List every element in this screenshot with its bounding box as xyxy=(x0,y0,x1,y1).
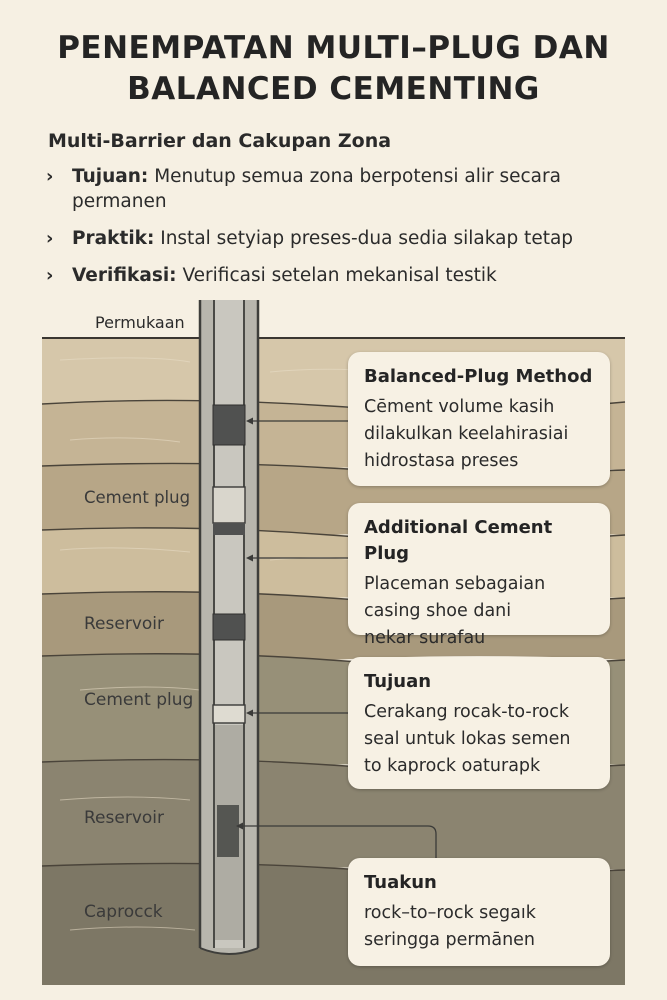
card-line: rock–to–rock segaık xyxy=(364,903,536,923)
layer-label-caprock: Caprocck xyxy=(84,902,163,922)
leader-line-4 xyxy=(240,825,437,858)
card-title: Tuakun xyxy=(364,872,437,893)
chevron-right-icon: › xyxy=(46,228,54,249)
bullet-text: Menutup semua zona berpotensi alir secar… xyxy=(72,166,561,212)
layer-label-cement-plug-2: Cement plug xyxy=(84,690,194,710)
bullet-tujuan: › Tujuan: Menutup semua zona berpotensi … xyxy=(46,164,626,214)
card-tujuan: Tujuan Cerakang rocak-to-rock seal untuk… xyxy=(348,657,610,789)
borehole-bottom xyxy=(199,947,259,955)
wellbore xyxy=(198,300,260,955)
bullet-verifikasi: › Verifikasi: Verificasi setelan mekanis… xyxy=(46,263,626,288)
texture-line xyxy=(79,686,201,691)
chevron-right-icon: › xyxy=(46,166,54,187)
plug-2-light xyxy=(212,486,246,524)
plug-1-dark xyxy=(212,404,246,446)
card-line: nekar surafau xyxy=(364,628,486,648)
card-line: hidrostasa preses xyxy=(364,451,519,471)
plug-2-base xyxy=(213,523,245,535)
card-line: casing shoe dani xyxy=(364,601,512,621)
plug-3-dark xyxy=(212,613,246,641)
card-body: rock–to–rock segaık seringga permānen xyxy=(364,900,594,954)
plug-4-light xyxy=(212,704,246,724)
card-body: Placeman sebagaian casing shoe dani neka… xyxy=(364,571,594,652)
card-line: Cēment volume kasih xyxy=(364,397,555,417)
bullet-label: Verifikasi: xyxy=(72,265,177,286)
card-line: Placeman sebagaian xyxy=(364,574,546,594)
card-line: dilakulkan keelahirasiai xyxy=(364,424,569,444)
card-title: Balanced-Plug Method xyxy=(364,366,593,387)
layer-label-cement-plug-1: Cement plug xyxy=(84,488,191,507)
leader-lines xyxy=(240,420,437,858)
texture-line xyxy=(69,926,196,931)
card-line: to kaprock oaturapk xyxy=(364,756,541,776)
bullet-label: Praktik: xyxy=(72,228,155,249)
bullet-label: Tujuan: xyxy=(72,166,149,187)
bullet-text: Verificasi setelan mekanisal testik xyxy=(176,265,497,286)
texture-line xyxy=(59,357,191,363)
layer-label-reservoir-2: Reservoir xyxy=(84,808,164,828)
card-body: Cēment volume kasih dilakulkan keelahira… xyxy=(364,394,594,475)
layer-label-reservoir-1: Reservoir xyxy=(84,614,164,634)
plug-5-dark xyxy=(217,805,239,857)
bullet-praktik: › Praktik: Instal setyiap preses-dua sed… xyxy=(46,226,626,251)
card-tuakun: Tuakun rock–to–rock segaık seringga perm… xyxy=(348,858,610,966)
card-line: seringga permānen xyxy=(364,930,536,950)
card-body: Cerakang rocak-to-rock seal untuk lokas … xyxy=(364,699,594,780)
chevron-right-icon: › xyxy=(46,265,54,286)
arrow-head-icon xyxy=(246,709,253,717)
card-line: Cerakang rocak-to-rock xyxy=(364,702,570,722)
surface-label: Permukaan xyxy=(95,313,185,332)
arrow-head-icon xyxy=(246,554,253,562)
texture-line xyxy=(59,796,191,801)
arrow-head-icon xyxy=(236,822,243,830)
card-title: Additional Cement Plug xyxy=(364,517,553,564)
arrow-head-icon xyxy=(246,417,253,425)
leader-arrowheads xyxy=(236,417,253,830)
card-title: Tujuan xyxy=(364,671,432,692)
card-additional-cement-plug: Additional Cement Plug Placeman sebagaia… xyxy=(348,503,610,648)
section-subtitle: Multi-Barrier dan Cakupan Zona xyxy=(48,130,392,152)
bullet-list: › Tujuan: Menutup semua zona berpotensi … xyxy=(46,164,626,300)
texture-line xyxy=(69,437,181,443)
card-balanced-plug-method: Balanced-Plug Method Cēment volume kasih… xyxy=(348,352,610,486)
page-title: PENEMPATAN MULTI–PLUG DAN BALANCED CEMEN… xyxy=(0,28,667,110)
bullet-text: Instal setyiap preses-dua sedia silakap … xyxy=(154,228,574,249)
card-line: seal untuk lokas semen xyxy=(364,729,571,749)
title-line-2: BALANCED CEMENTING xyxy=(127,71,540,107)
texture-line xyxy=(59,547,191,553)
title-line-1: PENEMPATAN MULTI–PLUG DAN xyxy=(57,30,610,66)
